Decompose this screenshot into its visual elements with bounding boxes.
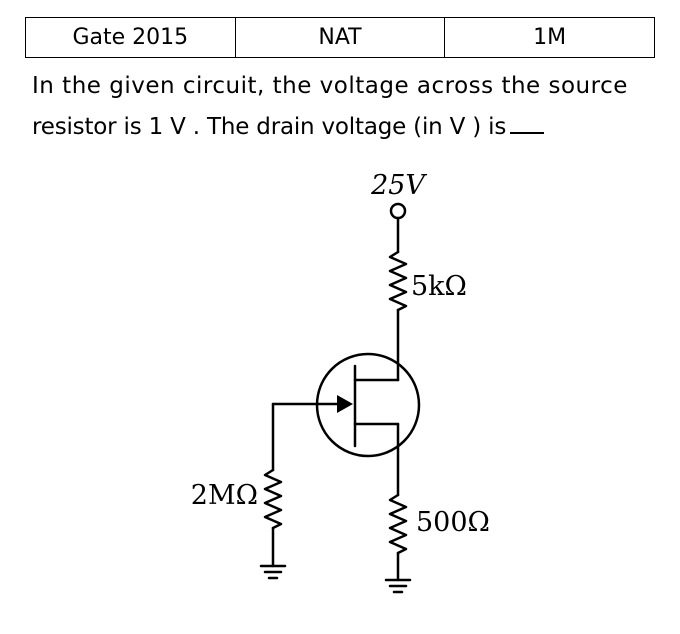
- marks-cell: 1M: [444, 17, 655, 58]
- question-type-cell: NAT: [234, 17, 446, 58]
- question-line-2: resistor is 1 V . The drain voltage (in …: [32, 107, 657, 148]
- source-resistor-label: 500Ω: [416, 507, 490, 538]
- question-meta-table: Gate 2015 NAT 1M: [25, 17, 655, 58]
- source-resistor: [388, 493, 408, 555]
- question-line-1: In the given circuit, the voltage across…: [32, 73, 628, 99]
- question-line-2-text: resistor is 1 V . The drain voltage (in …: [32, 114, 507, 140]
- gate-resistor-label: 2MΩ: [191, 480, 258, 511]
- meta-row: Gate 2015 NAT 1M: [25, 17, 655, 58]
- drain-resistor: [388, 250, 408, 312]
- gate-arrow-icon: [337, 395, 353, 413]
- question-text: In the given circuit, the voltage across…: [32, 66, 657, 148]
- drain-resistor-label: 5kΩ: [411, 271, 467, 302]
- exam-cell: Gate 2015: [25, 17, 236, 58]
- answer-blank: [510, 110, 545, 134]
- supply-voltage-label: 25V: [370, 170, 427, 201]
- supply-terminal: [389, 202, 407, 220]
- gate-resistor: [263, 468, 283, 530]
